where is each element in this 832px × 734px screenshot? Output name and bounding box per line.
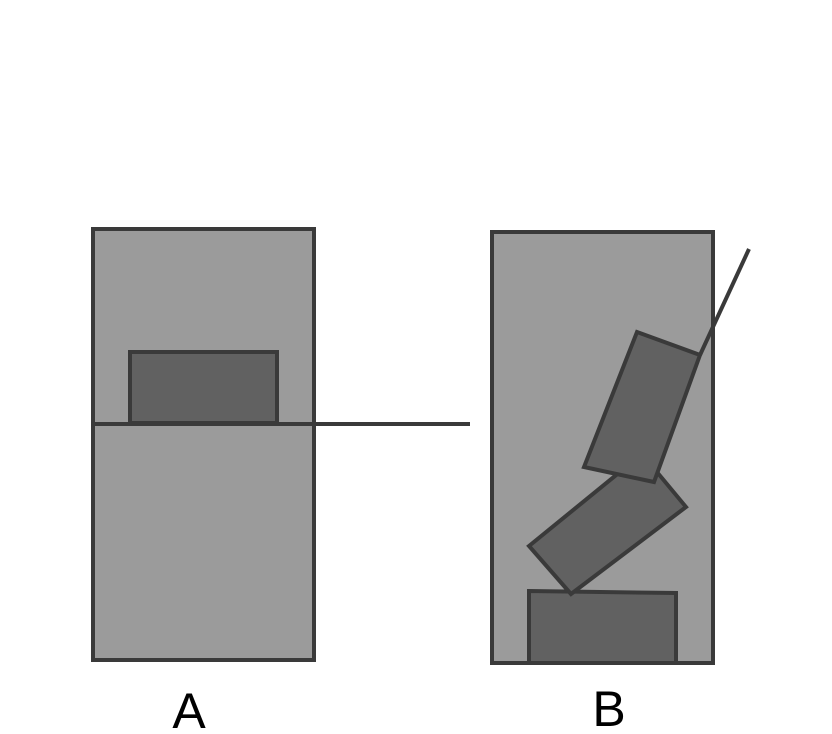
panel-b-bottom-block bbox=[527, 588, 678, 665]
panel-b-label: B bbox=[592, 681, 626, 734]
panel-b-tilted-line bbox=[698, 248, 751, 356]
panel-b bbox=[490, 230, 751, 665]
panel-a-block bbox=[128, 350, 279, 425]
panel-a-container bbox=[91, 227, 316, 662]
panel-b-top-block bbox=[581, 329, 703, 485]
panel-a-label: A bbox=[172, 683, 206, 734]
panel-a bbox=[91, 227, 470, 662]
panel-b-middle-block bbox=[526, 451, 689, 597]
